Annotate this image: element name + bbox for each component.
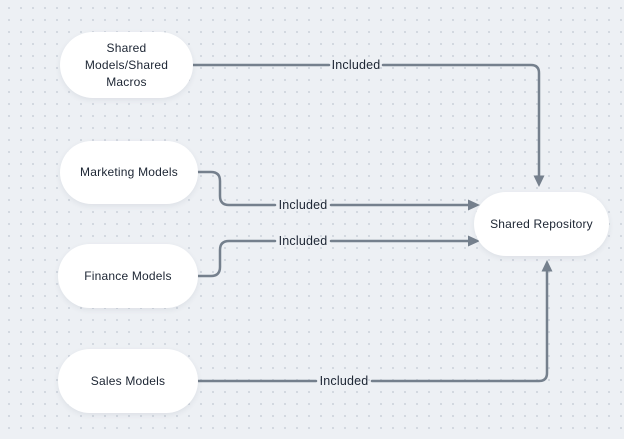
edge-label-included: Included <box>278 234 328 248</box>
node-label: Sales Models <box>90 373 166 388</box>
node-label: Shared Repository <box>490 216 593 231</box>
arrowhead-up-icon <box>541 260 553 272</box>
node-shared-repository: Shared Repository <box>474 192 609 256</box>
edge-label-included: Included <box>278 198 328 212</box>
edge-shared-models-to-repo <box>191 63 545 187</box>
edge-label-included: Included <box>331 58 381 72</box>
edge-segment <box>381 63 541 178</box>
edge-segment <box>370 269 549 383</box>
arrowhead-right-icon <box>468 199 480 211</box>
node-label-line: Macros <box>106 74 147 89</box>
edge-segment <box>196 239 277 278</box>
node-finance-models: Finance Models <box>58 244 198 308</box>
node-label-line: Shared <box>106 40 147 55</box>
node-label: Marketing Models <box>80 165 178 179</box>
node-marketing-models: Marketing Models <box>60 141 198 204</box>
edge-marketing-to-repo <box>196 170 480 211</box>
arrowhead-right-icon <box>468 235 480 247</box>
edge-segment <box>196 170 277 207</box>
node-label-line: Models/Shared <box>84 57 169 72</box>
edge-sales-to-repo <box>196 260 553 383</box>
arrowhead-down-icon <box>533 175 545 187</box>
node-label: Shared Models/Shared Macros <box>85 40 168 91</box>
node-shared-models-shared-macros: Shared Models/Shared Macros <box>60 32 193 98</box>
node-sales-models: Sales Models <box>58 349 198 413</box>
edge-finance-to-repo <box>196 235 480 278</box>
edge-label-included: Included <box>319 374 369 388</box>
node-label: Finance Models <box>84 268 172 283</box>
